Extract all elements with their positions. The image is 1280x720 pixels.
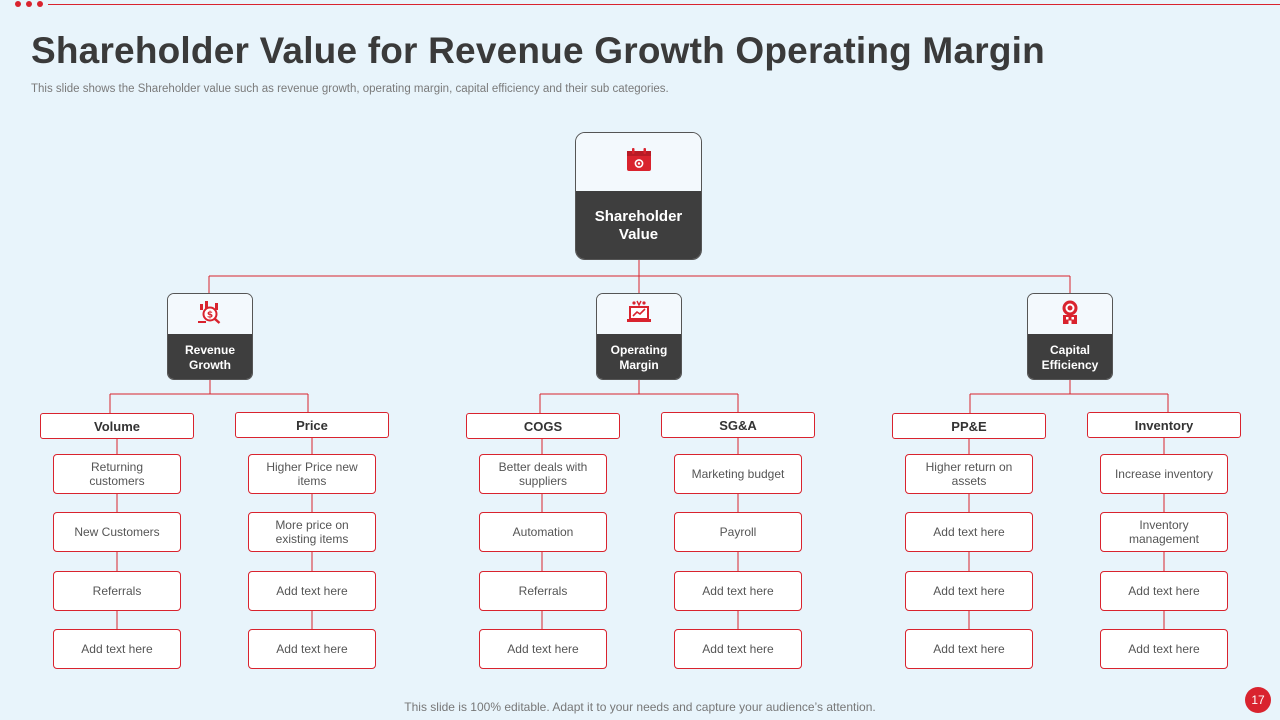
leaf-item: Add text here	[248, 629, 376, 669]
group-header-inventory: Inventory	[1087, 412, 1241, 438]
root-label: Shareholder Value	[576, 191, 701, 259]
group-header-sga: SG&A	[661, 412, 815, 438]
page-number-badge: 17	[1245, 687, 1271, 713]
presentation-board-icon	[626, 300, 652, 329]
dot	[26, 1, 32, 7]
leaf-item: Higher return on assets	[905, 454, 1033, 494]
leaf-item: Higher Price new items	[248, 454, 376, 494]
group-header-volume: Volume	[40, 413, 194, 439]
award-building-icon	[1058, 299, 1082, 330]
leaf-item: New Customers	[53, 512, 181, 552]
leaf-item: Add text here	[674, 571, 802, 611]
category-capital-efficiency: Capital Efficiency	[1027, 293, 1113, 380]
leaf-item: Add text here	[53, 629, 181, 669]
money-search-icon: $	[197, 300, 223, 329]
leaf-item: Referrals	[53, 571, 181, 611]
svg-text:$: $	[207, 310, 213, 320]
leaf-item: Increase inventory	[1100, 454, 1228, 494]
leaf-item: Add text here	[248, 571, 376, 611]
leaf-item: Automation	[479, 512, 607, 552]
leaf-item: Add text here	[479, 629, 607, 669]
category-label: Operating Margin	[597, 334, 681, 379]
footer-note: This slide is 100% editable. Adapt it to…	[404, 700, 876, 714]
category-revenue-growth: $ Revenue Growth	[167, 293, 253, 380]
leaf-item: Inventory management	[1100, 512, 1228, 552]
calendar-gear-icon	[625, 147, 653, 178]
page-title: Shareholder Value for Revenue Growth Ope…	[31, 30, 1045, 71]
category-label: Capital Efficiency	[1028, 334, 1112, 379]
leaf-item: Add text here	[1100, 629, 1228, 669]
dot	[37, 1, 43, 7]
dot	[15, 1, 21, 7]
leaf-item: Add text here	[905, 571, 1033, 611]
leaf-item: Add text here	[1100, 571, 1228, 611]
leaf-item: Returning customers	[53, 454, 181, 494]
category-operating-margin: Operating Margin	[596, 293, 682, 380]
leaf-item: Payroll	[674, 512, 802, 552]
root-node-shareholder-value: Shareholder Value	[575, 132, 702, 260]
leaf-item: Add text here	[905, 629, 1033, 669]
category-label: Revenue Growth	[168, 334, 252, 379]
leaf-item: More price on existing items	[248, 512, 376, 552]
leaf-item: Referrals	[479, 571, 607, 611]
top-rule	[48, 4, 1280, 5]
decorative-dots	[15, 1, 43, 7]
leaf-item: Marketing budget	[674, 454, 802, 494]
leaf-item: Add text here	[674, 629, 802, 669]
leaf-item: Better deals with suppliers	[479, 454, 607, 494]
page-subtitle: This slide shows the Shareholder value s…	[31, 83, 669, 95]
group-header-ppe: PP&E	[892, 413, 1046, 439]
leaf-item: Add text here	[905, 512, 1033, 552]
group-header-cogs: COGS	[466, 413, 620, 439]
group-header-price: Price	[235, 412, 389, 438]
